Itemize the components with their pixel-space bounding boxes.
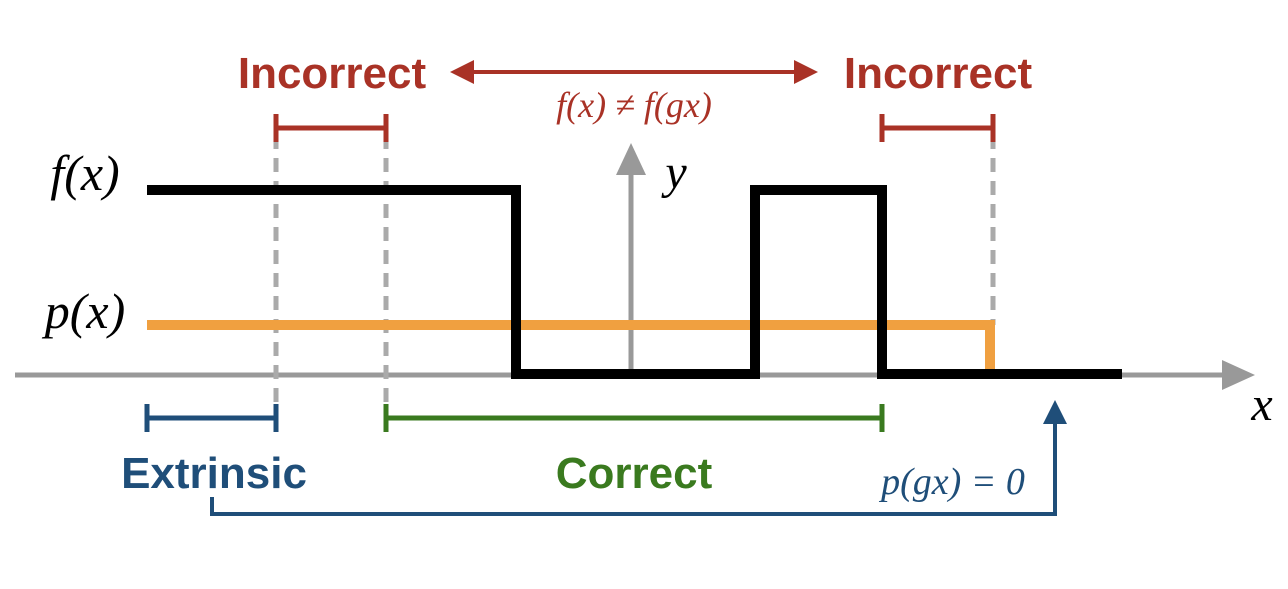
p-x-label: p(x) — [42, 283, 126, 339]
incorrect-left-bracket — [273, 114, 389, 142]
extrinsic-connector-arrow — [210, 400, 1067, 516]
y-axis — [616, 143, 646, 375]
y-axis-label: y — [660, 146, 687, 199]
incorrect-right-bracket — [879, 114, 996, 142]
incorrect-right-label: Incorrect — [844, 49, 1033, 98]
guide-lines — [273, 135, 996, 432]
x-axis-label: x — [1250, 378, 1272, 431]
f-ne-fgx-label: f(x) ≠ f(gx) — [556, 85, 712, 125]
incorrect-left-label: Incorrect — [238, 49, 427, 98]
extrinsic-bracket — [144, 404, 279, 432]
f-curve — [147, 185, 1122, 379]
incorrect-double-arrow — [450, 60, 818, 84]
f-x-label: f(x) — [50, 145, 119, 201]
correct-label: Correct — [556, 449, 713, 498]
p-curve — [147, 320, 995, 375]
correct-bracket — [383, 404, 885, 432]
extrinsic-label: Extrinsic — [121, 449, 307, 498]
p-gx-zero-label: p(gx) = 0 — [878, 461, 1025, 503]
